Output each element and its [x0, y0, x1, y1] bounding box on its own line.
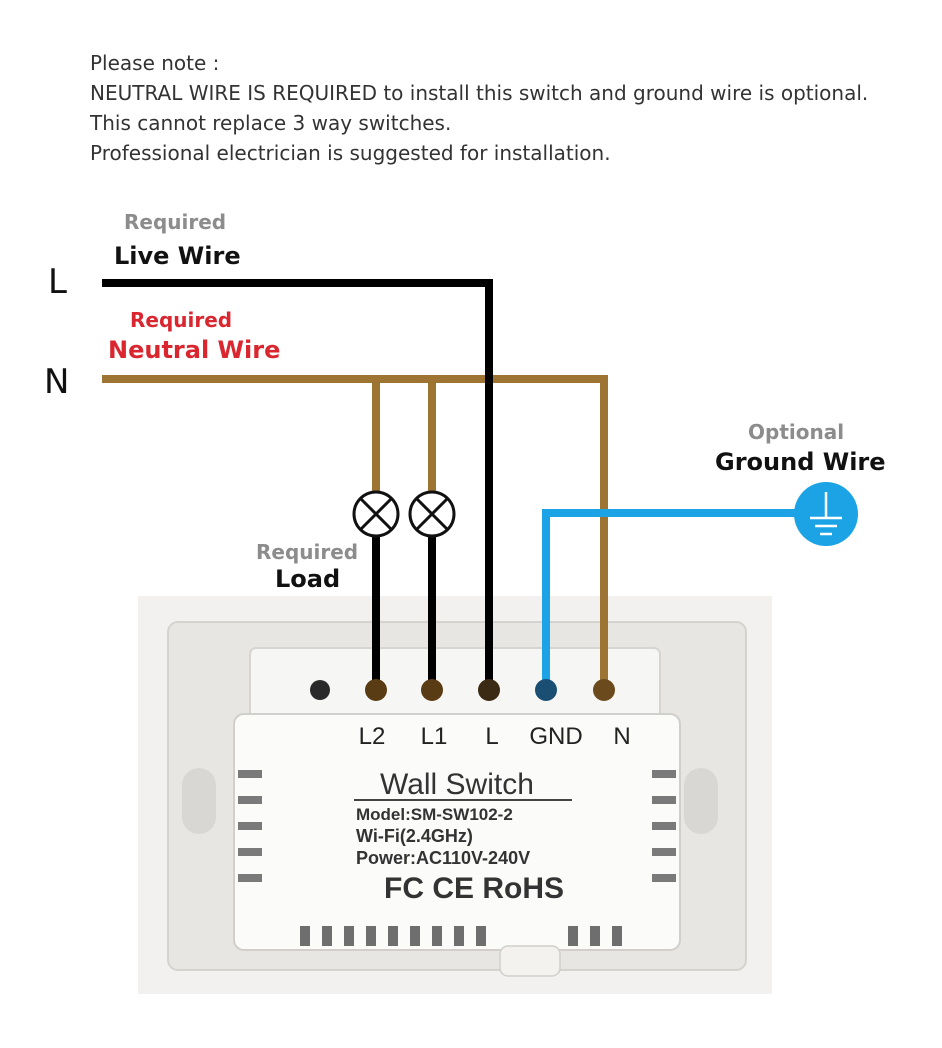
- blank-screw-hole: [310, 680, 330, 700]
- module-model: Model:SM-SW102-2: [356, 805, 513, 824]
- module-bottom-tab: [499, 945, 561, 977]
- note-line-3: Professional electrician is suggested fo…: [90, 141, 611, 165]
- terminal-screw: [365, 679, 387, 701]
- live-wire: [102, 279, 493, 690]
- note-line-2: This cannot replace 3 way switches.: [90, 111, 452, 135]
- vents-right: [652, 770, 676, 882]
- neutral-wire-label: Neutral Wire: [108, 336, 281, 364]
- module-title: Wall Switch: [380, 768, 534, 801]
- lamp-icon: [352, 490, 400, 538]
- neutral-required-label: Required: [130, 308, 233, 332]
- module-wifi: Wi-Fi(2.4GHz): [356, 826, 473, 846]
- ground-icon: [794, 482, 858, 546]
- live-letter: L: [48, 262, 67, 302]
- note-title: Please note :: [90, 51, 220, 75]
- terminal-label-n: N: [613, 723, 630, 750]
- vents-left: [238, 770, 262, 882]
- live-wire-main: [102, 279, 493, 690]
- ground-wire-label: Ground Wire: [715, 448, 886, 476]
- load-required-label: Required: [256, 540, 359, 564]
- terminal-labels: L2 L1 L GND N: [359, 723, 631, 750]
- load-label: Load: [275, 565, 341, 593]
- terminal-label-l: L: [485, 723, 498, 750]
- terminal-screw: [593, 679, 615, 701]
- terminal-screw: [478, 679, 500, 701]
- terminal-label-l1: L1: [421, 723, 448, 750]
- neutral-letter: N: [44, 362, 70, 402]
- mount-slot-right: [684, 768, 718, 834]
- switch-body: [138, 596, 772, 994]
- certification-marks: FC CE RoHS: [384, 872, 564, 905]
- vents-bottom: [300, 926, 622, 946]
- ground-wire: [542, 509, 800, 690]
- neutral-wire: [102, 375, 608, 690]
- module-power: Power:AC110V-240V: [356, 848, 530, 868]
- terminal-label-l2: L2: [359, 723, 386, 750]
- terminal-screw: [535, 679, 557, 701]
- module-label: Wall Switch Model:SM-SW102-2 Wi-Fi(2.4GH…: [354, 768, 572, 905]
- module-box: [233, 713, 681, 951]
- live-required-label: Required: [124, 210, 227, 234]
- lamp-icon: [408, 490, 456, 538]
- note-line-1: NEUTRAL WIRE IS REQUIRED to install this…: [90, 81, 869, 105]
- live-wire-label: Live Wire: [114, 242, 241, 270]
- terminal-screw: [421, 679, 443, 701]
- terminal-label-gnd: GND: [529, 723, 582, 750]
- terminal-screws: [365, 679, 615, 701]
- mount-slot-left: [182, 768, 216, 834]
- neutral-wire-main: [102, 375, 608, 690]
- ground-optional-label: Optional: [748, 420, 845, 444]
